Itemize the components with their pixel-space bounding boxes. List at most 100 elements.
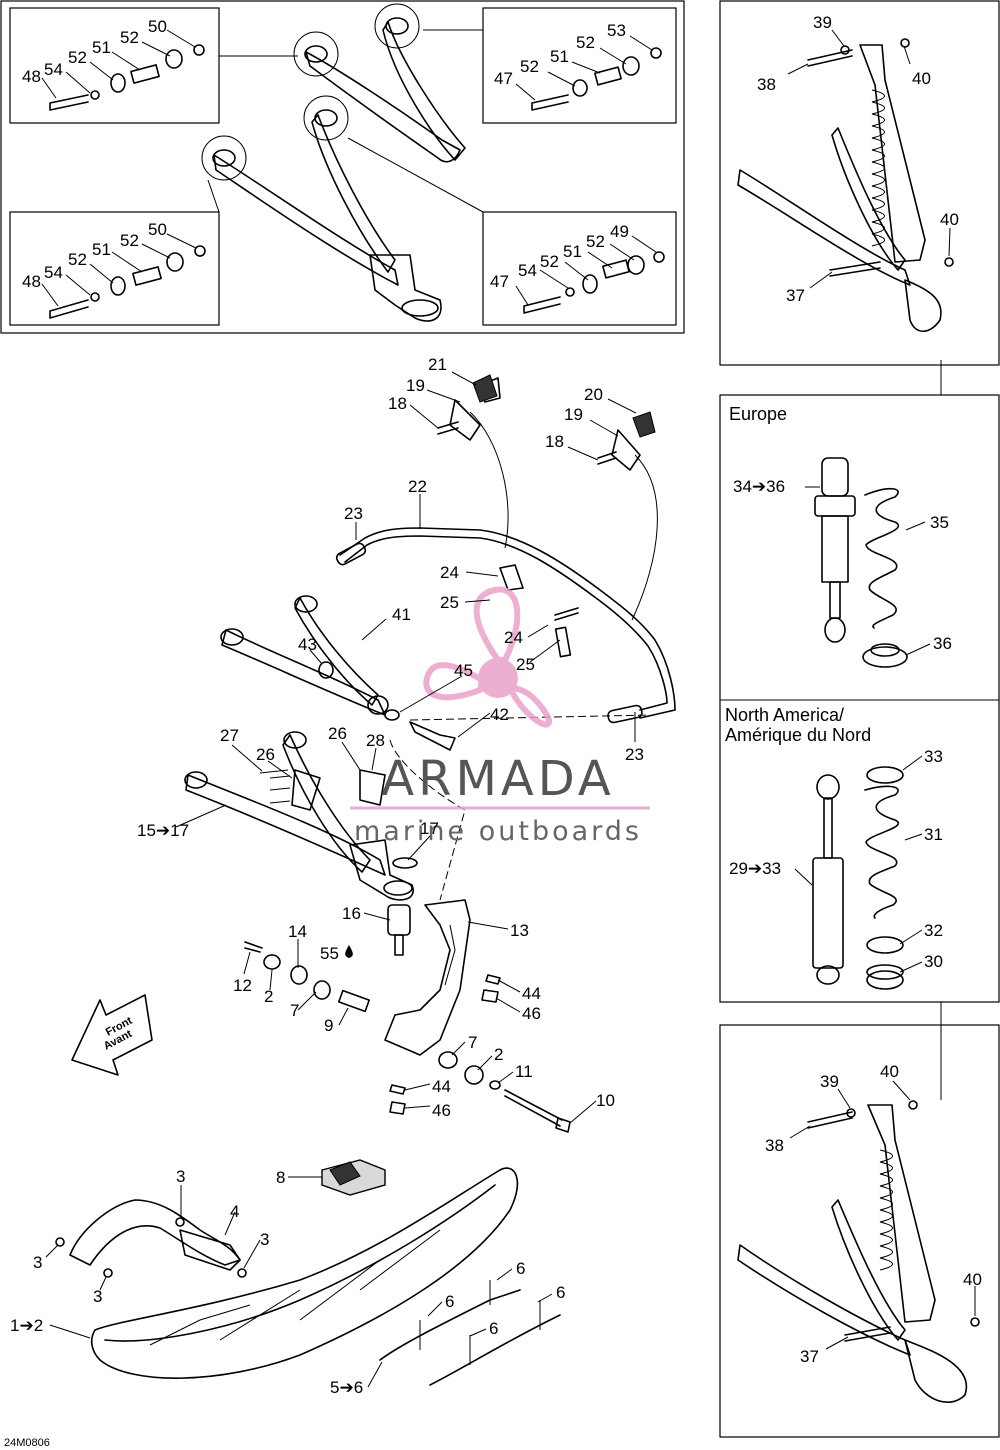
callout-47-a: 47 bbox=[494, 69, 513, 88]
callout-6-d: 6 bbox=[489, 1319, 498, 1338]
shock-options-frame bbox=[719, 394, 1000, 1003]
na-shock-drawing bbox=[812, 766, 904, 990]
ski-drawing bbox=[55, 1159, 561, 1386]
callout-44-a: 44 bbox=[522, 984, 541, 1003]
callout-23-a: 23 bbox=[344, 504, 363, 523]
callout-40-a: 40 bbox=[912, 69, 931, 88]
armada-logo bbox=[350, 586, 650, 810]
callout-15-17: 15➔17 bbox=[137, 821, 189, 840]
front-direction-arrow: Front Avant bbox=[71, 994, 153, 1076]
callout-23-b: 23 bbox=[625, 745, 644, 764]
callout-52-b: 52 bbox=[120, 28, 139, 47]
callout-48-a: 48 bbox=[22, 67, 41, 86]
callout-39-b: 39 bbox=[820, 1072, 839, 1091]
callout-52-c: 52 bbox=[520, 57, 539, 76]
callout-34-36: 34➔36 bbox=[733, 477, 785, 496]
callout-25-b: 25 bbox=[516, 655, 535, 674]
callout-9: 9 bbox=[324, 1016, 333, 1035]
upper-a-arm-assembly bbox=[201, 3, 466, 322]
shock-bottom-frame bbox=[719, 1024, 1000, 1438]
region-north-america: North America/ bbox=[725, 705, 844, 725]
callout-35: 35 bbox=[930, 513, 949, 532]
callout-52-g: 52 bbox=[540, 252, 559, 271]
shock-bottom-drawing bbox=[737, 1100, 980, 1404]
callout-38-b: 38 bbox=[765, 1136, 784, 1155]
callout-30: 30 bbox=[924, 952, 943, 971]
callout-47-b: 47 bbox=[490, 272, 509, 291]
callout-48-b: 48 bbox=[22, 272, 41, 291]
callout-54-b: 54 bbox=[44, 263, 63, 282]
callout-18-b: 18 bbox=[545, 432, 564, 451]
callout-8: 8 bbox=[276, 1168, 285, 1187]
callout-37-a: 37 bbox=[786, 286, 805, 305]
callout-43: 43 bbox=[298, 635, 317, 654]
shock-top-frame bbox=[719, 0, 1000, 366]
callout-54-c: 54 bbox=[518, 261, 537, 280]
callout-25-a: 25 bbox=[440, 593, 459, 612]
callout-39-a: 39 bbox=[813, 13, 832, 32]
callout-32: 32 bbox=[924, 921, 943, 940]
callout-3-b: 3 bbox=[260, 1230, 269, 1249]
callout-6-a: 6 bbox=[516, 1259, 525, 1278]
callout-52-f: 52 bbox=[120, 231, 139, 250]
callout-42: 42 bbox=[490, 705, 509, 724]
front-suspension-drawing bbox=[184, 595, 651, 1133]
callout-24-b: 24 bbox=[504, 628, 523, 647]
callout-40-d: 40 bbox=[963, 1270, 982, 1289]
callout-leaders bbox=[41, 29, 976, 1388]
callout-37-b: 37 bbox=[800, 1347, 819, 1366]
callout-40-b: 40 bbox=[940, 210, 959, 229]
watermark-brand: ARMADA bbox=[381, 751, 614, 807]
callout-27: 27 bbox=[220, 726, 239, 745]
callout-3-c: 3 bbox=[33, 1253, 42, 1272]
detail-leaders bbox=[207, 29, 942, 1100]
hardware-row-3 bbox=[49, 245, 206, 319]
callout-21: 21 bbox=[428, 355, 447, 374]
hardware-box-3 bbox=[9, 211, 220, 326]
callout-46-a: 46 bbox=[522, 1004, 541, 1023]
callout-3-a: 3 bbox=[176, 1167, 185, 1186]
callout-13: 13 bbox=[510, 921, 529, 940]
callout-7-a: 7 bbox=[290, 1001, 299, 1020]
callout-31: 31 bbox=[924, 825, 943, 844]
callout-16: 16 bbox=[342, 904, 361, 923]
callout-38-a: 38 bbox=[757, 75, 776, 94]
callout-7-b: 7 bbox=[468, 1033, 477, 1052]
hardware-row-2 bbox=[531, 47, 662, 111]
sway-bar-drawing bbox=[335, 374, 676, 724]
hardware-row-4 bbox=[523, 251, 665, 314]
callout-52-e: 52 bbox=[68, 250, 87, 269]
a-arm-detail-frame bbox=[0, 0, 685, 334]
callout-numbers: 48 54 52 51 52 50 47 52 51 52 53 48 54 5… bbox=[10, 13, 982, 1397]
callout-24-a: 24 bbox=[440, 563, 459, 582]
callout-55: 55 bbox=[320, 944, 339, 963]
watermark-tagline: marine outboards bbox=[354, 816, 642, 847]
callout-44-b: 44 bbox=[432, 1077, 451, 1096]
hardware-box-4 bbox=[482, 211, 677, 326]
callout-6-c: 6 bbox=[445, 1292, 454, 1311]
callout-52-a: 52 bbox=[68, 48, 87, 67]
callout-51-d: 51 bbox=[563, 242, 582, 261]
callout-19-a: 19 bbox=[406, 376, 425, 395]
callout-2-a: 2 bbox=[264, 987, 273, 1006]
callout-18-a: 18 bbox=[388, 394, 407, 413]
callout-51-a: 51 bbox=[92, 38, 111, 57]
callout-45: 45 bbox=[454, 661, 473, 680]
callout-51-b: 51 bbox=[550, 47, 569, 66]
diagram-code: 24M0806 bbox=[4, 1437, 50, 1449]
callout-52-d: 52 bbox=[576, 33, 595, 52]
region-europe: Europe bbox=[729, 404, 787, 424]
callout-11: 11 bbox=[515, 1062, 533, 1081]
region-north-america-fr: Amérique du Nord bbox=[725, 725, 871, 745]
callout-3-d: 3 bbox=[93, 1287, 102, 1306]
callout-26-b: 26 bbox=[328, 724, 347, 743]
callout-22: 22 bbox=[408, 477, 427, 496]
callout-1-2: 1➔2 bbox=[10, 1316, 43, 1335]
callout-53-a: 53 bbox=[607, 21, 626, 40]
callout-19-b: 19 bbox=[564, 405, 583, 424]
callout-36: 36 bbox=[933, 634, 952, 653]
callout-29-33: 29➔33 bbox=[729, 859, 781, 878]
callout-41: 41 bbox=[392, 605, 411, 624]
callout-50-b: 50 bbox=[148, 220, 167, 239]
